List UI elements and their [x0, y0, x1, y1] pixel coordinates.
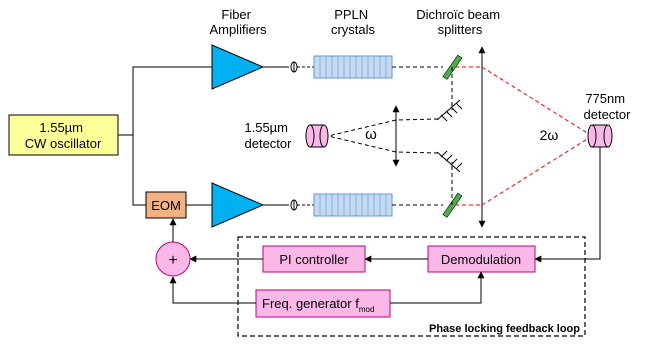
- bottom-dichroic-splitter: [442, 192, 463, 218]
- freq-generator-label: Freq. generator fmod: [262, 296, 374, 314]
- pi-controller-label: PI controller: [279, 252, 349, 267]
- detector-775-icon: [587, 124, 613, 148]
- freq-subscript: mod: [359, 305, 375, 314]
- red-focus-lower: [481, 135, 593, 206]
- pi-controller-box: [262, 245, 366, 273]
- detector-775-label: 775nm detector: [584, 91, 632, 122]
- bottom-ppln-crystal: [313, 193, 393, 217]
- feedback-loop-label: Phase locking feedback loop: [429, 323, 580, 335]
- feedback-loop-frame: [237, 236, 586, 337]
- omega-beam-upper: [395, 118, 439, 121]
- dichroic-splitters-label: Dichroïc beam splitters: [416, 7, 503, 37]
- eom-label: EOM: [151, 198, 181, 213]
- summation-symbol: +: [168, 252, 177, 269]
- omega-beam-lower: [395, 151, 439, 154]
- fiber-amplifiers-label: Fiber Amplifiers: [209, 7, 267, 37]
- cw-oscillator-label: 1.55µm CW oscillator: [25, 120, 102, 151]
- top-collimating-lens: [290, 61, 298, 73]
- red-focus-upper: [481, 66, 593, 137]
- omega-focus-lower: [327, 135, 397, 153]
- omega-label: ω: [365, 126, 377, 143]
- ppln-crystals-label: PPLN crystals: [331, 7, 376, 37]
- top-fiber-amplifier: [211, 44, 265, 90]
- freq-generator-box: [255, 289, 391, 318]
- bottom-fiber-amplifier: [211, 182, 265, 228]
- bottom-collimating-lens: [290, 199, 298, 211]
- freq-to-sum-line: [169, 276, 256, 304]
- top-ppln-crystal: [313, 55, 393, 79]
- oscillator-split-fiber: [118, 66, 212, 206]
- freq-to-demod-line: [390, 271, 485, 304]
- demodulation-label: Demodulation: [441, 252, 521, 267]
- top-mirror: [436, 99, 463, 122]
- demodulation-box: [427, 245, 536, 273]
- detector-signal-line: [534, 147, 601, 263]
- bottom-mirror: [436, 150, 463, 173]
- cw-oscillator-box: [8, 114, 119, 156]
- omega-focus-upper: [327, 119, 397, 137]
- detector-155-label: 1.55µm detector: [244, 120, 292, 151]
- detector-155-icon: [305, 124, 329, 148]
- two-omega-label: 2ω: [540, 127, 559, 143]
